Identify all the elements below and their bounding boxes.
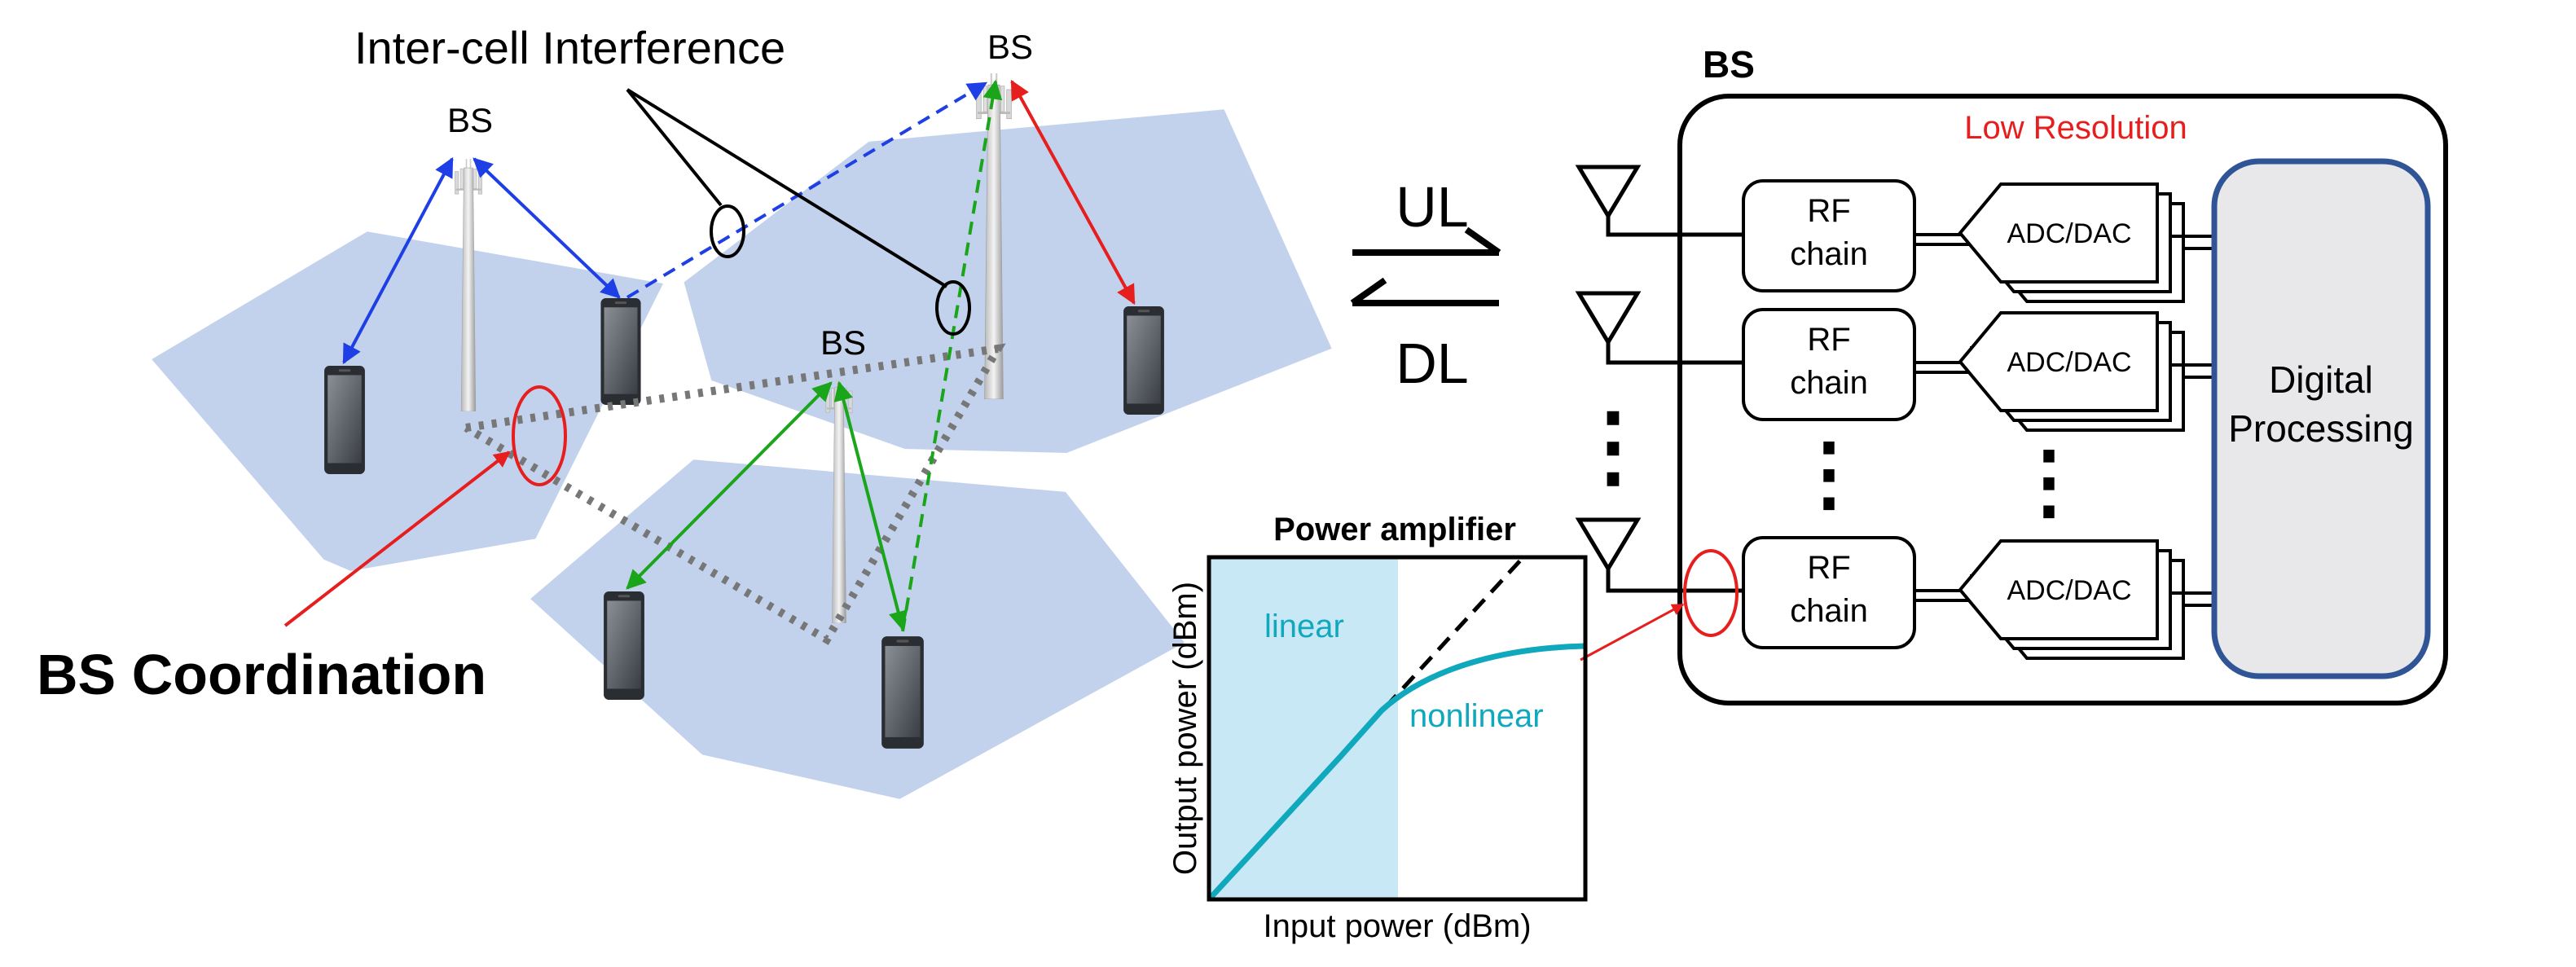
- pa-response-curve: [1209, 643, 1585, 899]
- bs-block-diagram: BS Low Resolution ⋮ RF chain RF chain RF: [1568, 43, 2448, 705]
- user-phone: [1123, 306, 1164, 415]
- bs-block-title: BS: [1703, 43, 1755, 86]
- green-interference-link: [901, 79, 1003, 632]
- coordination-marker: [512, 385, 567, 486]
- interference-label: Inter-cell Interference: [354, 22, 785, 73]
- rf-chain-label: chain: [1790, 236, 1868, 272]
- blue-interference-link: [626, 81, 988, 299]
- green-link: [833, 380, 908, 631]
- pa-plot: Power amplifier linear nonlinear Input p…: [1167, 512, 1588, 944]
- rf-chain-label: chain: [1790, 365, 1868, 401]
- adc-dac-stack: [1958, 539, 2185, 660]
- blue-link: [342, 156, 454, 365]
- rf-adc-connector: [1914, 218, 1981, 602]
- rf-chain-label: RF: [1807, 193, 1850, 229]
- adc-dac-stack: [1958, 182, 2185, 303]
- coordination-pointer: [284, 451, 511, 627]
- digital-processing-label: Digital: [2269, 358, 2373, 401]
- nonlinear-label: nonlinear: [1409, 698, 1544, 734]
- adc-dac-label: ADC/DAC: [2007, 347, 2131, 378]
- digital-processing-block: [2211, 158, 2431, 679]
- pa-plot-title: Power amplifier: [1273, 512, 1516, 547]
- ul-dl-indicator: UL DL: [1350, 175, 1501, 395]
- user-phone: [324, 366, 365, 474]
- cell-hexagon-left: [141, 224, 673, 578]
- bs-label: BS: [820, 323, 866, 362]
- nonlinearity-pointer: [1580, 603, 1685, 662]
- adc-dac-label: ADC/DAC: [2007, 575, 2131, 606]
- digital-processing-label: Processing: [2228, 407, 2414, 450]
- blue-link: [473, 157, 621, 299]
- ul-label: UL: [1396, 175, 1468, 239]
- red-link: [1010, 79, 1136, 305]
- rf-chain-label: chain: [1790, 593, 1868, 629]
- pa-xlabel: Input power (dBm): [1263, 908, 1531, 944]
- adc-dac-ellipsis: ⋮: [2008, 436, 2090, 527]
- rf-chain-block: [1742, 308, 1916, 421]
- antenna-icon: [1575, 291, 1743, 365]
- low-resolution-label: Low Resolution: [1964, 110, 2187, 146]
- user-phone: [881, 636, 924, 749]
- bs-label: BS: [987, 28, 1033, 66]
- rf-chain-block: [1742, 536, 1916, 649]
- antenna-icon: [1575, 165, 1743, 237]
- interference-marker: [710, 204, 745, 258]
- nonlinearity-marker: [1683, 549, 1739, 637]
- rf-chain-label: RF: [1807, 322, 1850, 358]
- antenna-ellipsis: ⋮: [1568, 396, 1658, 496]
- pa-ylabel: Output power (dBm): [1167, 582, 1203, 875]
- rf-chain-label: RF: [1807, 550, 1850, 586]
- adc-dac-stack: [1958, 311, 2185, 432]
- interference-marker: [935, 280, 971, 336]
- antenna-icon: [1575, 517, 1743, 593]
- user-phone: [600, 298, 641, 405]
- dl-label: DL: [1396, 332, 1468, 395]
- rf-chain-ellipsis: ⋮: [1788, 428, 1870, 519]
- cell-hexagon-right: [676, 102, 1341, 460]
- pa-plot-frame: [1207, 555, 1588, 902]
- bs-label: BS: [447, 101, 493, 139]
- adc-processing-connector: [2170, 235, 2214, 607]
- interference-pointer: [626, 88, 723, 207]
- linear-label: linear: [1264, 609, 1344, 644]
- user-phone: [604, 591, 644, 700]
- coordination-label: BS Coordination: [37, 643, 486, 706]
- bs-enclosure: [1677, 94, 2448, 705]
- dl-arrow-icon: [1350, 277, 1387, 306]
- green-link: [626, 381, 833, 590]
- ul-arrow-icon: [1464, 226, 1501, 256]
- adc-dac-label: ADC/DAC: [2007, 218, 2131, 249]
- interference-pointer: [626, 88, 948, 288]
